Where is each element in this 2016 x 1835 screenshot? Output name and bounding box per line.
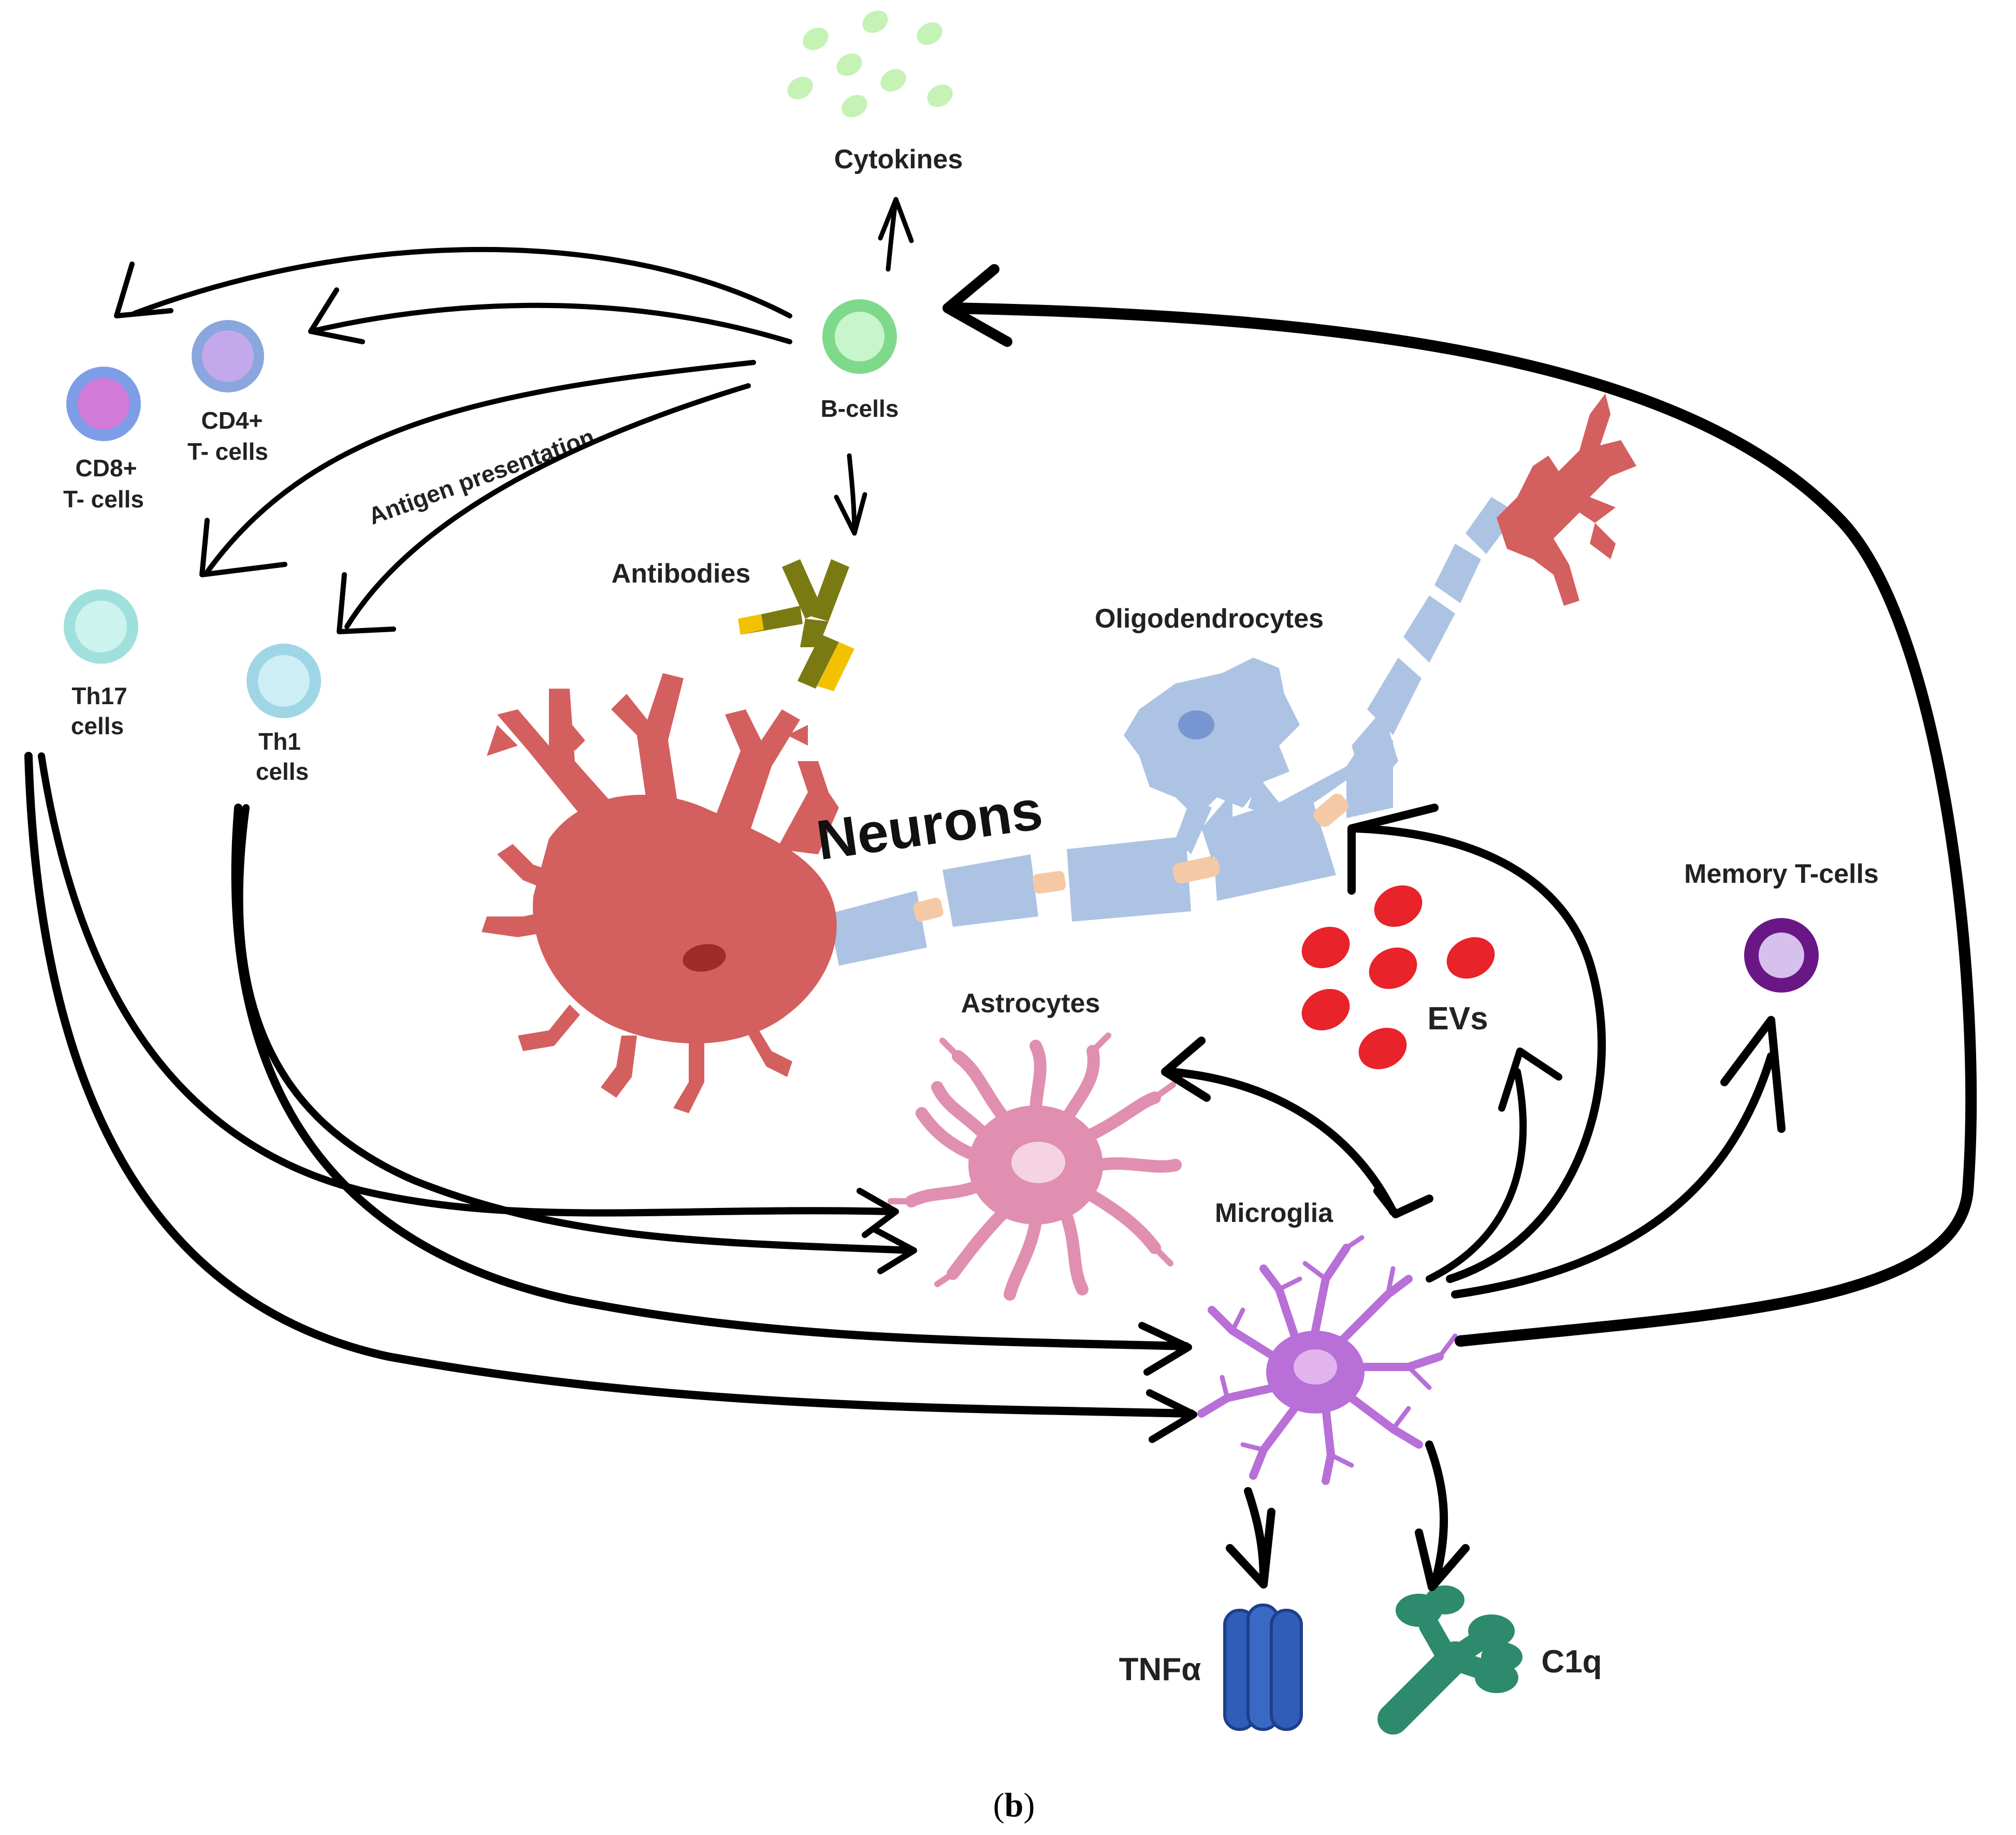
- arrowhead-cd8: [114, 261, 173, 318]
- arrowhead-th1-astrocyte: [872, 1227, 917, 1274]
- arrow-bcell-to-cd4: [308, 302, 792, 344]
- nodes-of-ranvier: [913, 793, 1348, 922]
- cytokines-label: Cytokines: [834, 144, 963, 174]
- arrow-bcell-to-cd8: [132, 246, 792, 318]
- panel-caption-open: (: [993, 1786, 1005, 1824]
- panel-caption: (b): [993, 1786, 1035, 1824]
- th17-cell: [64, 589, 138, 664]
- oligodendrocyte-nucleus: [1178, 710, 1214, 739]
- arrowhead-microglia-left: [1373, 1187, 1433, 1218]
- arrow-th1-to-microglia: [231, 804, 1190, 1350]
- antibodies-label: Antibodies: [612, 559, 751, 589]
- oligodendrocyte: [1124, 658, 1352, 860]
- memory-t-cell: [1744, 918, 1819, 993]
- neuron: [482, 394, 1636, 1113]
- th17-label-line2: cells: [71, 712, 124, 739]
- arrowhead-astrocyte: [1161, 1037, 1211, 1102]
- cytokine-dots: [787, 10, 953, 118]
- memory-t-cells-label: Memory T-cells: [1684, 859, 1879, 889]
- th1-cell: [246, 644, 321, 718]
- arrow-microglia-to-axon: [1353, 824, 1606, 1283]
- arrow-bcell-to-th1: [344, 383, 751, 629]
- antibody-icon: [738, 559, 854, 691]
- arrowhead-evs: [1498, 1047, 1562, 1112]
- arrows: [24, 197, 1977, 1591]
- panel-caption-close: ): [1023, 1786, 1035, 1824]
- cd4-label-line2: T- cells: [187, 438, 268, 465]
- arrowhead-c1q: [1415, 1528, 1470, 1591]
- th1-label-line2: cells: [256, 758, 309, 785]
- tnfa-icon: [1223, 1604, 1303, 1731]
- th17-label-line1: Th17: [71, 682, 127, 709]
- panel-caption-letter: b: [1005, 1786, 1024, 1824]
- cd8-label-line1: CD8+: [76, 455, 137, 482]
- arrow-microglia-to-astrocyte: [1166, 1068, 1397, 1216]
- arrow-th17-to-microglia: [24, 752, 1195, 1418]
- myelin-sheath: [829, 497, 1517, 966]
- arrow-microglia-to-c1q: [1425, 1440, 1448, 1589]
- cd4-label-line1: CD4+: [201, 407, 263, 434]
- arrowhead-cytokines: [878, 197, 914, 243]
- arrowhead-memory: [1720, 1016, 1786, 1133]
- arrowhead-th1: [337, 572, 396, 634]
- arrow-microglia-to-bcells: [947, 302, 1977, 1347]
- extracellular-vesicles: [1301, 885, 1495, 1069]
- arrowhead-antibodies: [834, 492, 867, 536]
- arrow-bcell-to-antibodies: [847, 453, 857, 536]
- tnfa-label: TNFα: [1119, 1652, 1201, 1687]
- b-cells-label: B-cells: [821, 395, 899, 422]
- arrow-microglia-to-memory: [1451, 1052, 1775, 1299]
- astrocyte-nucleus: [1011, 1142, 1065, 1183]
- arrowhead-th1-microglia: [1138, 1322, 1192, 1376]
- th1-label-line1: Th1: [258, 728, 301, 755]
- arrowhead-bcells: [942, 264, 1012, 347]
- neurons-label: Neurons: [813, 778, 1046, 871]
- arrowhead-tnfa: [1226, 1508, 1275, 1589]
- microglia-label: Microglia: [1215, 1198, 1333, 1228]
- oligodendrocytes-label: Oligodendrocytes: [1095, 604, 1324, 634]
- cd4-t-cell: [192, 320, 264, 392]
- arrowhead-th17: [199, 518, 287, 577]
- arrow-bcell-to-th17: [205, 360, 756, 575]
- arrow-th17-to-astrocyte: [38, 752, 894, 1217]
- cd8-t-cell: [66, 367, 141, 441]
- arrowhead-th17-microglia: [1146, 1389, 1197, 1443]
- astrocytes-label: Astrocytes: [961, 988, 1100, 1018]
- c1q-icon: [1377, 1585, 1522, 1735]
- arrowhead-axon: [1347, 804, 1439, 895]
- arrow-microglia-to-evs: [1426, 1068, 1527, 1283]
- b-cell: [822, 299, 897, 374]
- arrowhead-cd4: [308, 287, 365, 344]
- c1q-label: C1q: [1541, 1644, 1602, 1680]
- antigen-presentation-label: Antigen presentation: [365, 423, 598, 530]
- evs-label: EVs: [1427, 1001, 1488, 1037]
- cd8-label-line2: T- cells: [63, 486, 144, 513]
- microglia-nucleus: [1294, 1349, 1337, 1385]
